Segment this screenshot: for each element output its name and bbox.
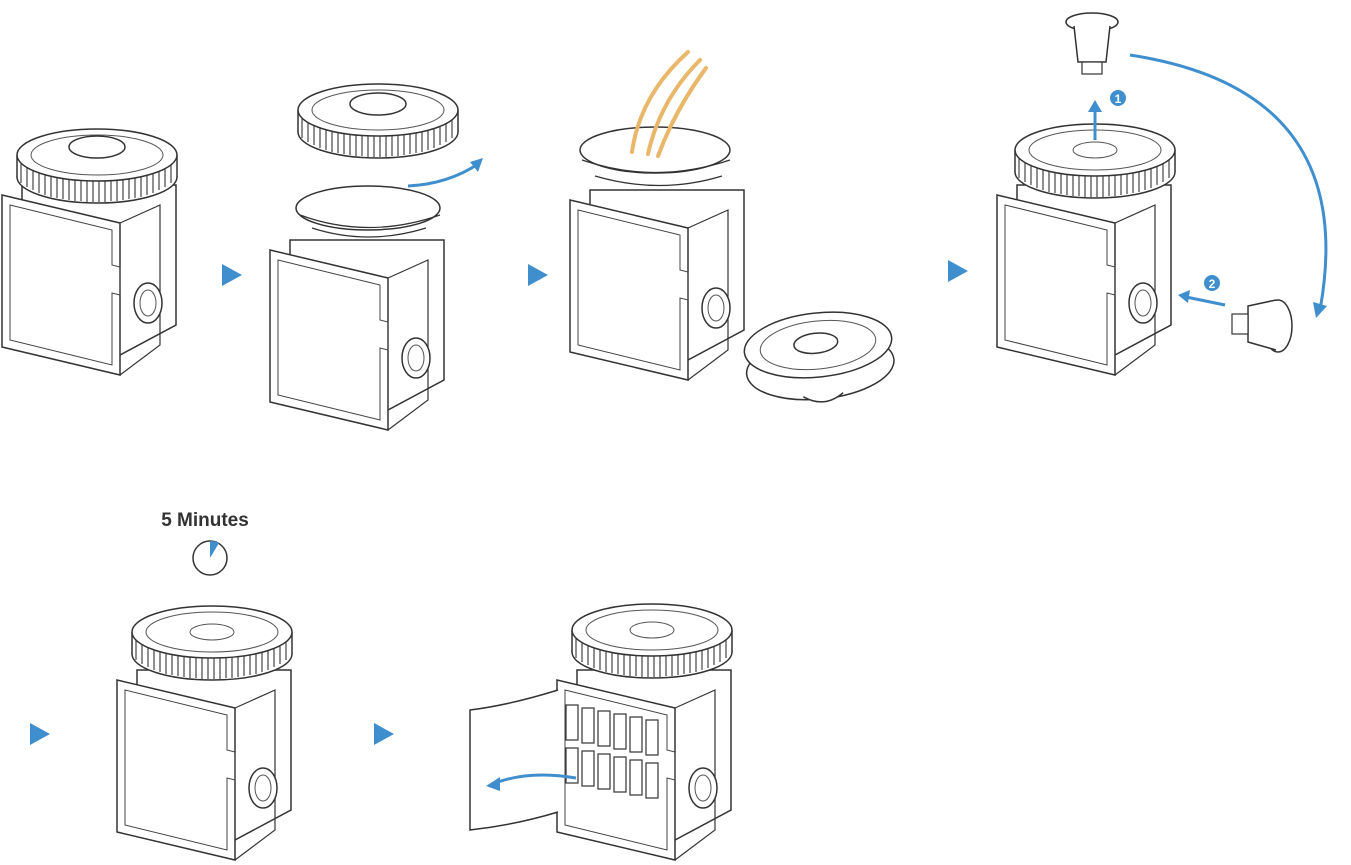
plunger-cap <box>69 136 125 158</box>
plunger-reinserted <box>1232 300 1292 352</box>
step-1-closed-cup <box>2 129 177 375</box>
step-5-wait <box>117 541 292 860</box>
triangle-right-icon <box>528 264 548 286</box>
step-3-insert-swab <box>570 52 898 409</box>
marker-2: 2 <box>1209 277 1216 291</box>
triangle-right-icon <box>222 264 242 286</box>
lid-set-aside <box>741 305 897 409</box>
step-4-swap-plunger: 1 2 <box>997 13 1327 375</box>
timer-label: 5 Minutes <box>150 510 260 532</box>
peeled-label <box>470 690 558 830</box>
triangle-right-icon <box>30 723 50 745</box>
triangle-right-icon <box>948 260 968 282</box>
step-6-peel-label <box>470 604 732 860</box>
marker-1: 1 <box>1115 92 1122 106</box>
insert-arrow <box>1186 297 1225 305</box>
triangle-right-icon <box>374 723 394 745</box>
stopwatch-icon <box>193 541 227 575</box>
plunger-removed <box>1066 13 1118 74</box>
unscrew-arrow <box>408 164 478 186</box>
step-2-unscrew-lid <box>270 84 483 430</box>
cup-rim <box>296 186 440 230</box>
